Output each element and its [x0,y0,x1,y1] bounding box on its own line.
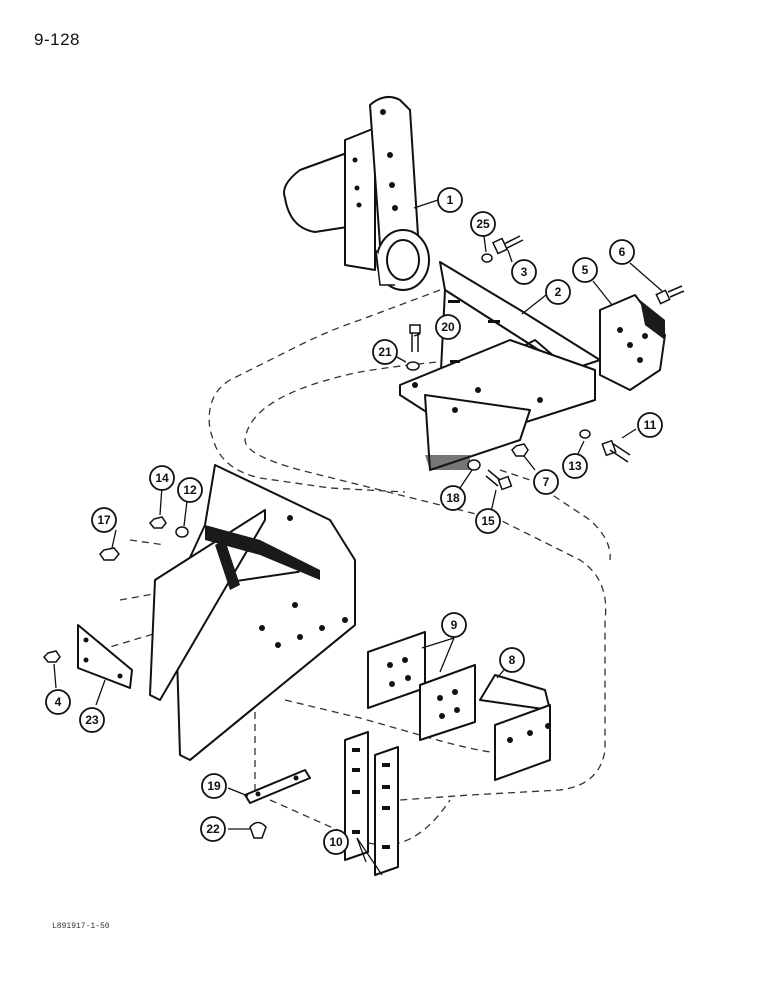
callout-6: 6 [609,239,635,265]
callout-1: 1 [437,187,463,213]
callout-12: 12 [177,477,203,503]
callout-21: 21 [372,339,398,365]
leader-lines [53,199,663,876]
part-1-upright-bracket [283,95,430,291]
svg-text:2: 2 [555,285,562,299]
part-5-side-bracket [599,294,666,391]
callout-15: 15 [475,508,501,534]
svg-text:22: 22 [206,822,220,836]
svg-text:3: 3 [521,265,528,279]
svg-text:10: 10 [329,835,343,849]
svg-text:20: 20 [441,320,455,334]
svg-text:19: 19 [207,779,221,793]
callout-7: 7 [533,469,559,495]
callout-11: 11 [637,412,663,438]
callout-5: 5 [572,257,598,283]
part-8-angle-bracket [479,674,551,781]
callout-3: 3 [511,259,537,285]
callout-25: 25 [470,211,496,237]
svg-text:17: 17 [97,513,111,527]
callout-23: 23 [79,707,105,733]
svg-text:14: 14 [155,471,169,485]
callout-14: 14 [149,465,175,491]
svg-text:12: 12 [183,483,197,497]
image-reference-id: L891917-1-50 [52,922,110,931]
svg-text:18: 18 [446,491,460,505]
callout-22: 22 [200,816,226,842]
callout-13: 13 [562,453,588,479]
fasteners [42,235,685,839]
callout-10: 10 [323,829,349,855]
svg-text:4: 4 [55,695,62,709]
callout-4: 4 [45,689,71,715]
page-number: 9-128 [34,30,80,49]
callout-17: 17 [91,507,117,533]
svg-text:6: 6 [619,245,626,259]
svg-text:1: 1 [447,193,454,207]
callout-18: 18 [440,485,466,511]
part-10-straps [344,731,399,876]
part-19-flat-bar [244,769,311,804]
svg-text:23: 23 [85,713,99,727]
part-23-triangle-plate [77,624,133,689]
part-2-mounting-plate [399,261,601,471]
main-frame-assembly [149,464,356,761]
callout-9: 9 [441,612,467,638]
svg-text:13: 13 [568,459,582,473]
part-9-wear-plates [367,631,476,741]
callout-19: 19 [201,773,227,799]
callout-2: 2 [545,279,571,305]
callout-20: 20 [435,314,461,340]
svg-text:25: 25 [476,217,490,231]
svg-text:5: 5 [582,263,589,277]
svg-text:11: 11 [644,418,657,432]
callout-8: 8 [499,647,525,673]
svg-text:8: 8 [509,653,516,667]
svg-text:21: 21 [378,345,392,359]
svg-text:15: 15 [481,514,495,528]
svg-text:7: 7 [543,475,550,489]
svg-text:9: 9 [451,618,458,632]
